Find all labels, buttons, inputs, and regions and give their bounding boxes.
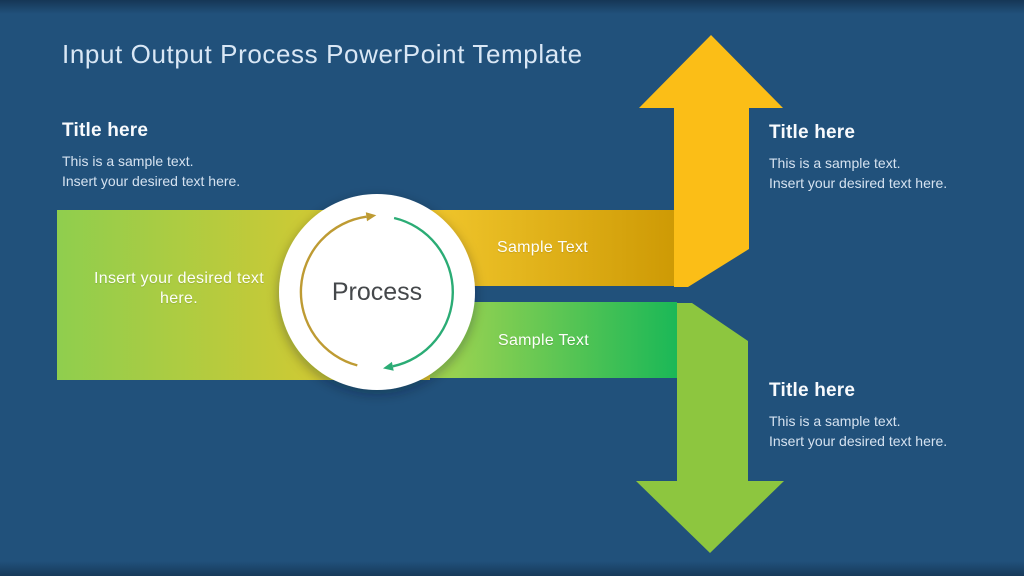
text-block-left: Title here This is a sample text. Insert… [62, 120, 327, 192]
cycle-arc-green-icon [392, 216, 454, 368]
text-block-body-line: Insert your desired text here. [769, 432, 948, 449]
cycle-arc-green-arrowhead-icon [383, 361, 394, 371]
text-block-top-right: Title here This is a sample text. Insert… [769, 122, 1024, 194]
cycle-arc-gold-icon [299, 215, 367, 367]
process-circle [279, 194, 475, 390]
text-block-body-line: Insert your desired text here. [62, 172, 241, 189]
text-block-heading: Title here [769, 380, 856, 401]
text-block-body-line: This is a sample text. [769, 413, 901, 429]
output-top-label: Sample Text [497, 239, 589, 256]
up-arrow-icon [639, 35, 783, 287]
cycle-arc-gold-arrowhead-icon [365, 212, 377, 222]
text-block-body-line: Insert your desired text here. [769, 174, 948, 191]
text-block-heading: Title here [62, 120, 149, 141]
input-band-label: Insert your desired text here. [94, 270, 264, 307]
process-label: Process [331, 278, 423, 306]
output-bottom-label: Sample Text [498, 332, 590, 349]
text-block-bottom-right: Title here This is a sample text. Insert… [769, 380, 1024, 452]
text-block-heading: Title here [769, 122, 856, 143]
text-block-body-line: This is a sample text. [769, 155, 901, 171]
text-block-body-line: This is a sample text. [62, 153, 194, 169]
down-arrow-icon [636, 303, 784, 553]
slide-title: Input Output Process PowerPoint Template [62, 39, 583, 69]
